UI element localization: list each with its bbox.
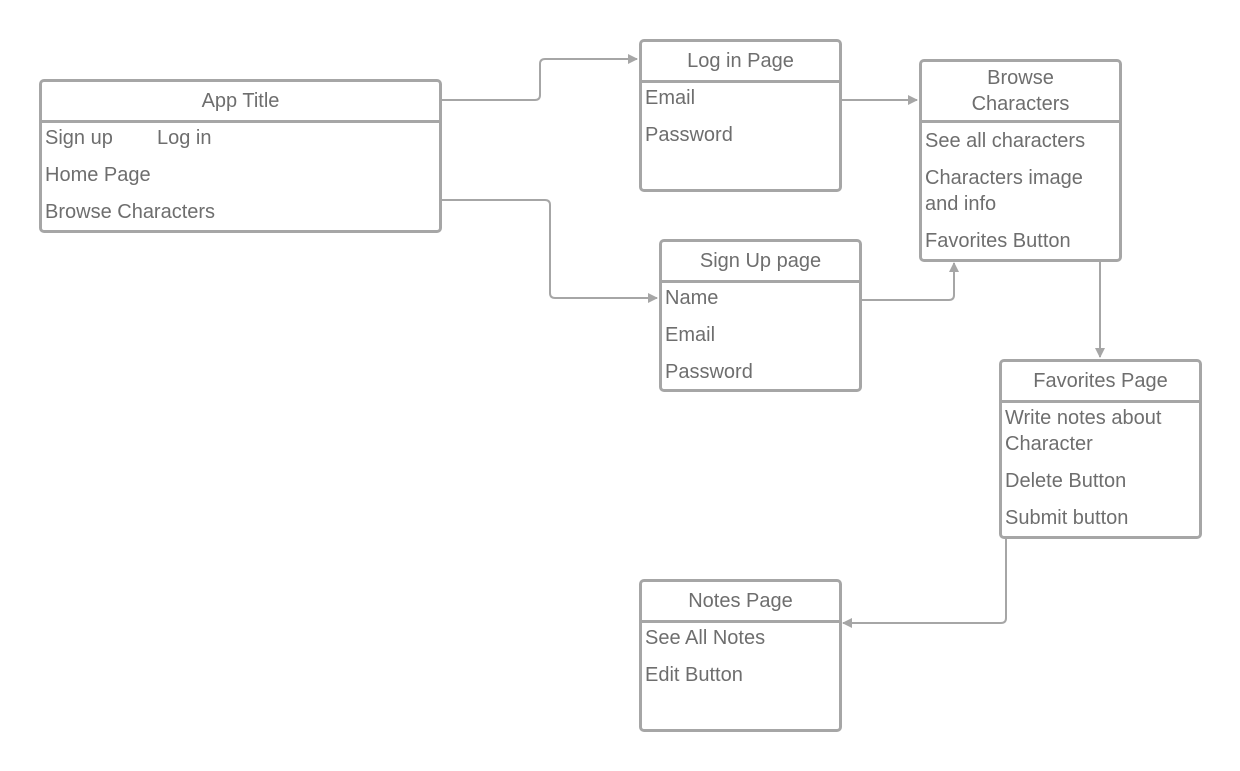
app-item-sign-up: Sign up: [45, 127, 113, 149]
connector-favorites-to-notes: [842, 539, 1007, 628]
browse-characters-header: Browse Characters: [922, 62, 1119, 123]
notes-page-header: Notes Page: [642, 582, 839, 623]
signup-page-box: Sign Up page Name Email Password: [659, 239, 862, 392]
notes-item-edit-button: Edit Button: [645, 664, 743, 686]
signup-item-email: Email: [665, 324, 716, 346]
login-page-box: Log in Page Email Password: [639, 39, 842, 192]
favorites-page-box: Favorites Page Write notes about Charact…: [999, 359, 1202, 539]
favorites-page-header: Favorites Page: [1002, 362, 1199, 403]
app-item-log-in: Log in: [157, 127, 212, 149]
connector-app-to-login: [442, 54, 638, 101]
app-title-box: App Title Sign up Log in Home Page Brows…: [39, 79, 442, 233]
connector-signup-to-browse: [862, 262, 959, 301]
app-item-home-page: Home Page: [45, 164, 151, 186]
login-page-header: Log in Page: [642, 42, 839, 83]
browse-item-favorites-button: Favorites Button: [925, 230, 1071, 252]
connector-app-to-signup: [442, 199, 658, 303]
app-item-browse-characters: Browse Characters: [45, 201, 216, 223]
favorites-item-submit-button: Submit button: [1005, 507, 1129, 529]
app-title-header: App Title: [42, 82, 439, 123]
notes-item-see-all-notes: See All Notes: [645, 627, 766, 649]
login-item-password: Password: [645, 124, 733, 146]
favorites-item-write-notes: Write notes about Character: [1005, 407, 1162, 455]
login-item-email: Email: [645, 87, 696, 109]
browse-characters-box: Browse Characters See all characters Cha…: [919, 59, 1122, 262]
browse-item-characters-image-info: Characters image and info: [925, 167, 1083, 215]
browse-item-see-all-characters: See all characters: [925, 130, 1086, 152]
notes-page-box: Notes Page See All Notes Edit Button: [639, 579, 842, 732]
favorites-item-delete-button: Delete Button: [1005, 470, 1127, 492]
signup-item-password: Password: [665, 361, 753, 383]
signup-page-header: Sign Up page: [662, 242, 859, 283]
signup-item-name: Name: [665, 287, 719, 309]
